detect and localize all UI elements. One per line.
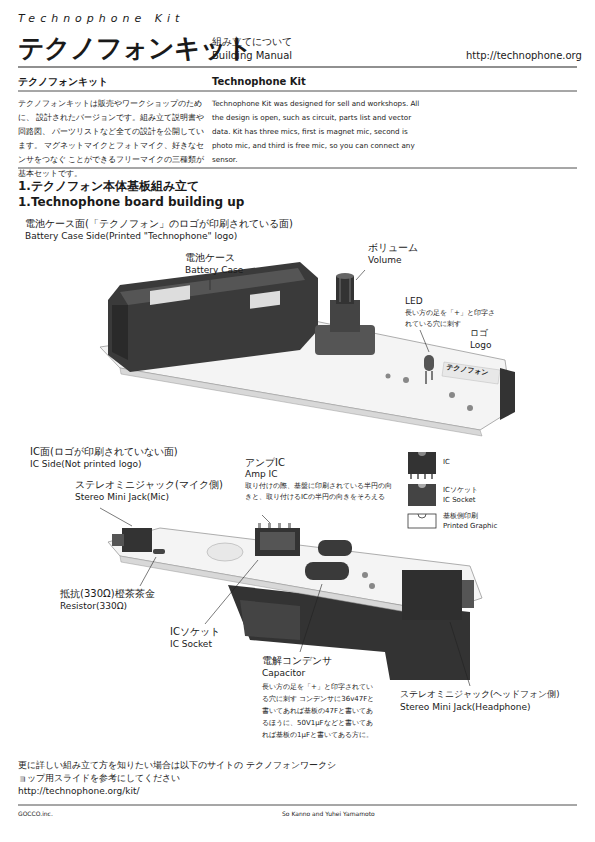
part-name: Stereo Mini Jack(Mic)	[75, 492, 169, 503]
leader-line	[100, 508, 132, 526]
part-name: IC Socket	[170, 639, 212, 650]
part-name: Logo	[470, 340, 492, 351]
rule	[18, 91, 577, 92]
board-bottom	[108, 523, 482, 680]
step-heading: 1.Technophone board building up	[18, 195, 244, 210]
part-name: ICソケット	[170, 626, 220, 639]
part-name: LED	[405, 296, 423, 307]
part-name: ボリューム	[368, 242, 418, 255]
view-title: IC面(ロゴが印刷されていない面)	[30, 446, 178, 459]
part-name: 基板側印刷	[443, 512, 478, 521]
page-title: Technophone Kit	[18, 12, 184, 26]
part-name: Amp IC	[245, 469, 277, 480]
rule	[18, 66, 577, 67]
part-name: ICソケット	[443, 486, 478, 495]
step-heading: 1.テクノフォン本体基板組み立て	[18, 179, 199, 194]
leader-line	[300, 584, 322, 652]
url: http://technophone.org/kit/	[18, 786, 140, 797]
board-top	[100, 262, 515, 436]
credit: So Kanno and Yuhei Yamamoto	[282, 810, 375, 818]
leader-line	[140, 557, 156, 586]
part-name: アンプIC	[245, 457, 285, 470]
part-name: 電解コンデンサ	[262, 655, 332, 668]
subtitle-en: Building Manual	[212, 50, 292, 63]
part-name: ステレオミニジャック(マイク側)	[75, 479, 223, 492]
leader-line	[420, 330, 429, 352]
intro-text: テクノフォンキットは販売やワークショップのために、 設計されたバージョンです。組…	[18, 97, 206, 181]
part-note: 取り付けの際、基盤に印刷されている半円の向きと、取り付けるICの半円の向きをそろ…	[245, 481, 395, 503]
part-name: IC	[443, 458, 450, 467]
part-name: Printed Graphic	[443, 522, 497, 531]
leader-line	[210, 280, 211, 290]
part-name: ステレオミニジャック(ヘッドフォン側)	[400, 689, 560, 700]
part-name: 抵抗(330Ω)橙茶茶金	[60, 588, 155, 601]
rule	[18, 168, 577, 169]
section-heading: テクノフォンキット	[18, 76, 108, 89]
part-name: ロゴ	[470, 328, 488, 339]
part-note: 長い方の足を「+」と印字されている穴に刺す	[405, 308, 497, 330]
intro-text: Technophone Kit was designed for sell an…	[212, 97, 422, 167]
leader-line	[205, 560, 258, 624]
part-name: Volume	[368, 255, 401, 266]
ic-orientation-diagram	[408, 452, 436, 528]
subtitle-ja: 組み立てについて	[212, 36, 292, 49]
rule	[18, 805, 577, 806]
view-title: Battery Case Side(Printed "Technophone" …	[25, 231, 237, 242]
part-note: 長い方の足を「+」と印字されている穴に刺す コンデンサに36v47Fと書いてあれ…	[262, 681, 376, 741]
leader-line	[356, 270, 365, 280]
credit: GOCCO.inc.	[18, 810, 53, 818]
footer-note: 更に詳しい組み立て方を知りたい場合は以下のサイトの テクノフォンワークショップ用…	[18, 758, 338, 784]
part-name: 電池ケース	[185, 252, 235, 265]
section-heading: Technophone Kit	[212, 76, 306, 89]
leader-line	[262, 515, 270, 523]
part-name: Battery Case	[185, 265, 243, 276]
url: http://technophone.org	[466, 50, 582, 63]
view-title: 電池ケース面(「テクノフォン」のロゴが印刷されている面)	[25, 218, 293, 231]
leader-line	[450, 622, 470, 686]
view-title: IC Side(Not printed logo)	[30, 459, 141, 470]
part-name: Resistor(330Ω)	[60, 601, 127, 612]
part-name: Capacitor	[262, 668, 305, 679]
part-name: IC Socket	[443, 496, 476, 505]
part-name: Stereo Mini Jack(Headphone)	[400, 702, 531, 713]
